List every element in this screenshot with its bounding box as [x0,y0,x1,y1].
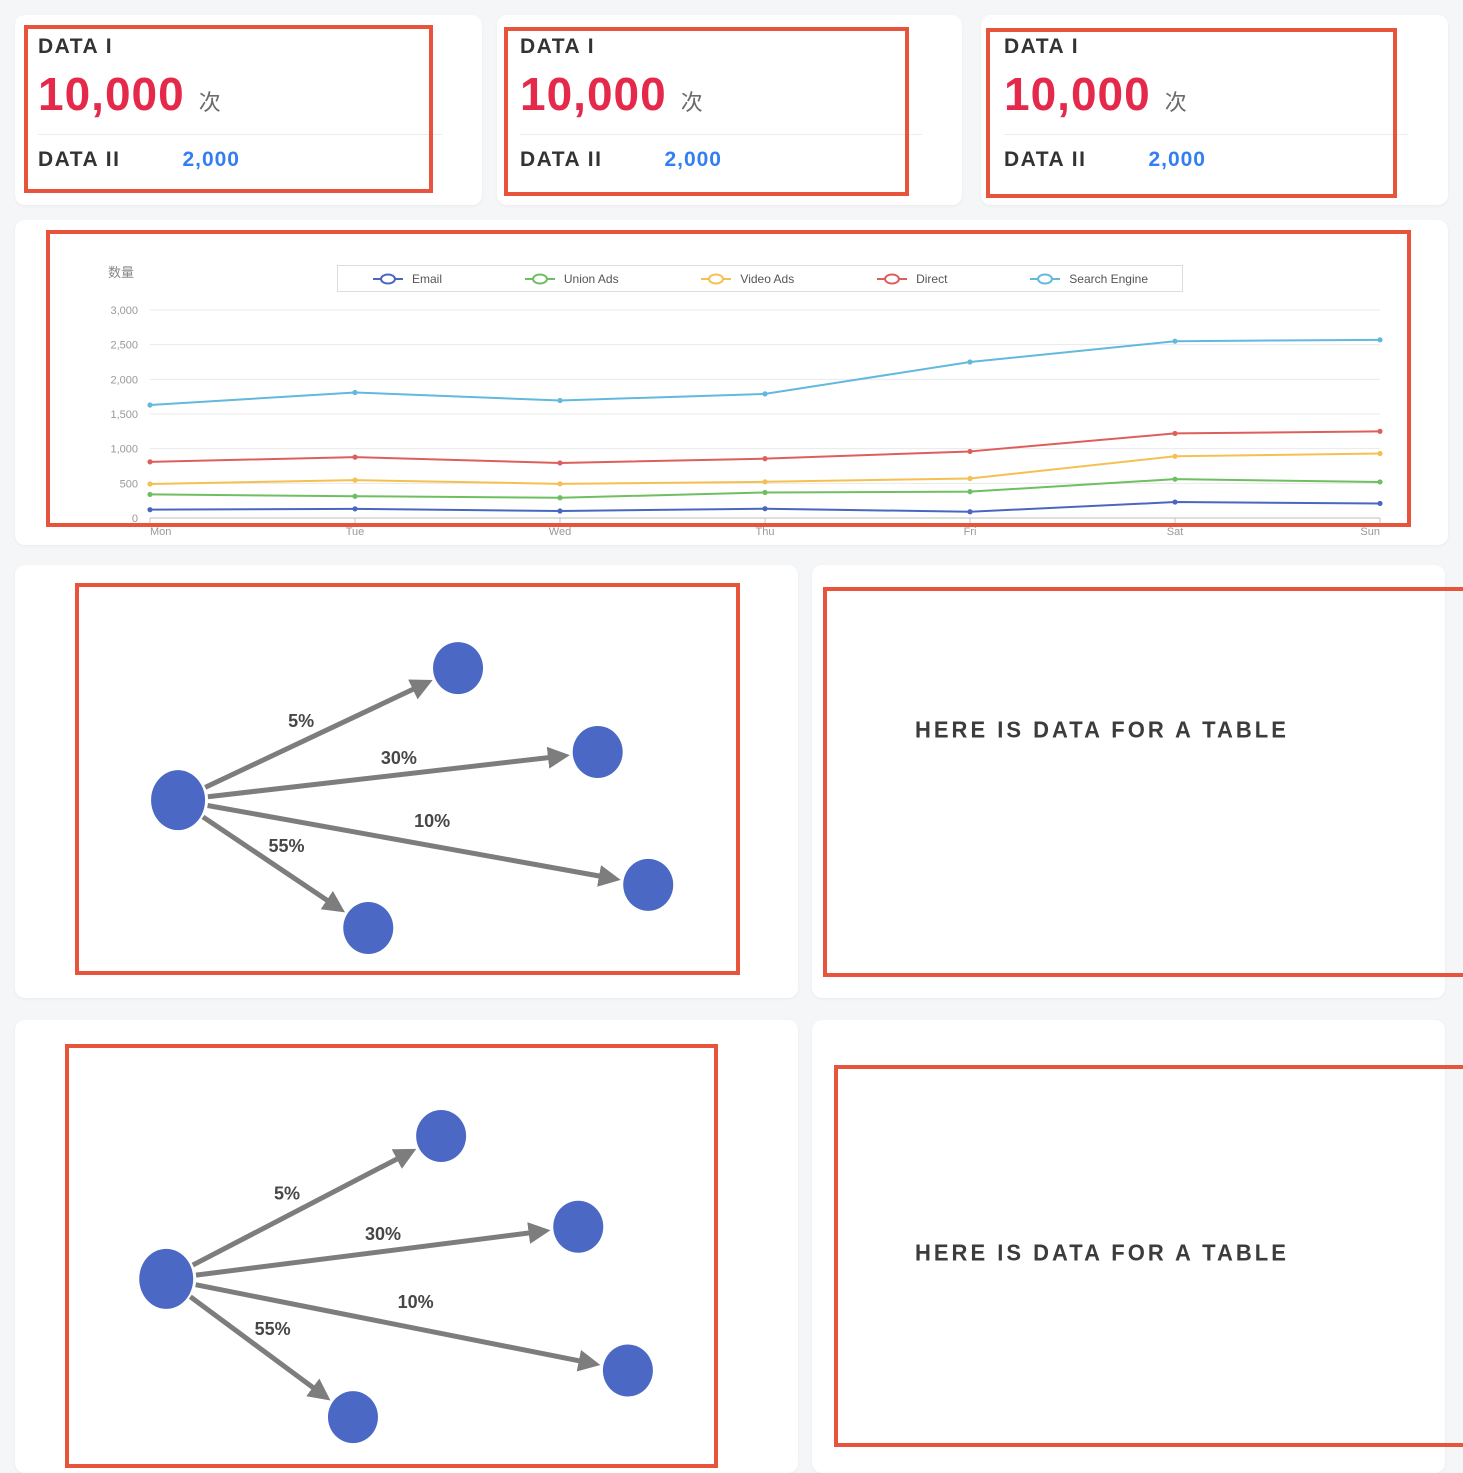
svg-text:3,000: 3,000 [110,305,138,317]
legend-label: Direct [916,271,948,286]
chart-legend: Email Union Ads Video Ads Direct Search Engi… [337,265,1183,292]
svg-text:2,000: 2,000 [110,374,138,386]
line-chart-card: 数量 Email Union Ads Video Ads Direct Search E… [15,220,1448,545]
graph-edge [188,1294,331,1401]
legend-item-union-ads[interactable]: Union Ads [524,272,619,286]
graph-node-top [416,1110,467,1163]
svg-text:Fri: Fri [964,526,977,538]
table-placeholder-text: HERE IS DATA FOR A TABLE [915,716,1289,743]
y-axis-title: 数量 [108,265,135,280]
data1-value: 10,000 [38,68,185,120]
legend-marker-icon [524,273,555,284]
graph-node-top [433,642,484,695]
transfer-graph: 5% 30% 10% 55% [151,642,674,954]
legend-item-search-engine[interactable]: Search Engine [1029,272,1148,286]
graph-edge [195,1222,551,1278]
stat-card: DATA I 10,000 次 DATA II 2,000 [981,15,1448,205]
stat-card: DATA I 10,000 次 DATA II 2,000 [497,15,962,205]
data2-value: 2,000 [1148,148,1206,171]
table-placeholder-card: HERE IS DATA FOR A TABLE [812,1020,1445,1473]
edge-percentage-label: 5% [288,711,314,731]
data1-value: 10,000 [1004,68,1151,120]
divider [1004,134,1408,135]
transfer-graph-card: 5% 30% 10% 55% [15,565,798,998]
transfer-graph-card: 5% 30% 10% 55% [15,1020,798,1473]
graph-node-bottom [327,1391,378,1444]
graph-edge [207,746,570,800]
edge-percentage-label: 55% [255,1319,291,1339]
svg-text:0: 0 [132,513,138,525]
graph-node-lower-right [623,858,674,911]
legend-label: Email [412,271,443,286]
graph-edge [195,1282,601,1372]
legend-marker-icon [877,273,908,284]
legend-label: Search Engine [1069,271,1148,286]
data2-value: 2,000 [182,148,240,171]
legend-item-email[interactable]: Email [372,272,442,286]
graph-node-upper-right [553,1200,604,1253]
legend-item-direct[interactable]: Direct [876,272,947,286]
legend-item-video-ads[interactable]: Video Ads [700,272,794,286]
edge-percentage-label: 30% [381,748,417,768]
data2-label: DATA II [520,148,603,171]
table-placeholder-text: HERE IS DATA FOR A TABLE [915,1239,1289,1266]
svg-text:2,500: 2,500 [110,340,138,352]
graph-edge [204,679,433,790]
legend-marker-icon [373,273,403,284]
data1-label: DATA I [520,35,596,58]
legend-label: Video Ads [740,271,795,286]
graph-node-center [139,1248,194,1309]
divider [38,134,442,135]
legend-marker-icon [1030,273,1061,284]
edge-percentage-label: 55% [268,836,304,856]
svg-text:Mon: Mon [150,526,171,538]
transfer-graph: 5% 30% 10% 55% [139,1110,653,1444]
stat-card: DATA I 10,000 次 DATA II 2,000 [15,15,482,205]
data1-label: DATA I [1004,35,1080,58]
graph-node-lower-right [602,1344,653,1397]
svg-text:Sat: Sat [1167,526,1184,538]
graph-edge [201,814,346,913]
edge-percentage-label: 10% [398,1292,434,1312]
svg-text:Sun: Sun [1360,526,1380,538]
svg-text:Tue: Tue [346,526,365,538]
edge-percentage-label: 30% [365,1224,401,1244]
edge-percentage-label: 10% [414,811,450,831]
table-placeholder-card: HERE IS DATA FOR A TABLE [812,565,1445,998]
edge-percentage-label: 5% [274,1184,300,1204]
graph-edge [207,803,621,887]
data2-label: DATA II [38,148,121,171]
legend-marker-icon [701,273,732,284]
data1-label: DATA I [38,35,114,58]
svg-text:500: 500 [120,478,138,490]
svg-text:1,500: 1,500 [110,409,138,421]
data1-unit: 次 [198,90,221,115]
graph-node-center [151,770,206,831]
data1-unit: 次 [680,90,703,115]
graph-node-upper-right [572,725,623,778]
data1-value: 10,000 [520,68,667,120]
graph-node-bottom [343,901,394,954]
data2-label: DATA II [1004,148,1087,171]
graph-edge [191,1148,417,1268]
svg-text:Thu: Thu [756,526,775,538]
legend-label: Union Ads [563,271,619,286]
data1-unit: 次 [1164,90,1187,115]
divider [520,134,922,135]
data2-value: 2,000 [664,148,722,171]
svg-text:1,000: 1,000 [110,444,138,456]
svg-text:Wed: Wed [549,526,571,538]
